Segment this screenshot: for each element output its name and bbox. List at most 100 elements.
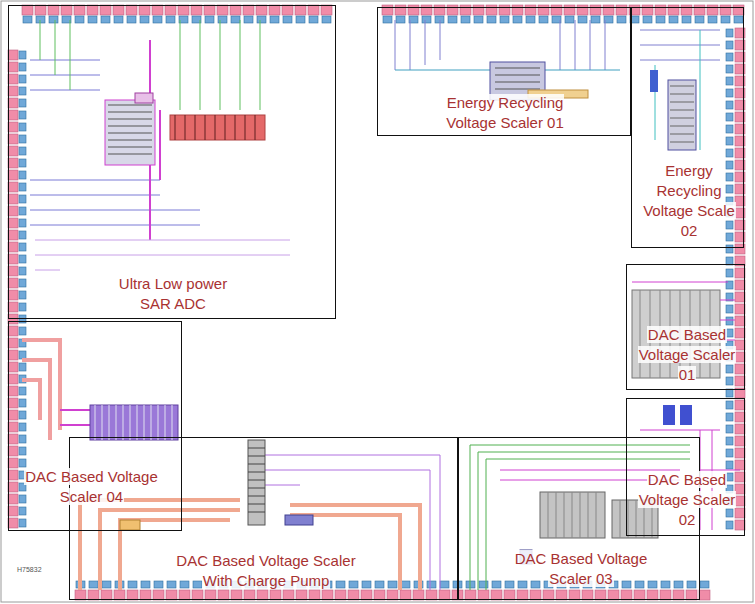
bond-pad	[321, 5, 332, 15]
bond-pad	[8, 494, 18, 504]
bond-pad	[19, 255, 26, 263]
bond-pad	[191, 5, 202, 15]
bond-pad	[8, 86, 18, 96]
region-title-wrap: Energy Recycling Voltage Scaler 01	[430, 93, 580, 133]
bond-pad	[726, 473, 733, 481]
bond-pad	[113, 5, 124, 15]
bond-pad	[726, 137, 733, 145]
bond-pad	[100, 5, 111, 15]
bond-pad	[539, 16, 548, 23]
bond-pad	[153, 16, 162, 23]
bond-pad	[673, 590, 684, 600]
bond-pad	[218, 590, 229, 600]
bond-pad	[8, 374, 18, 384]
bond-pad	[140, 590, 151, 600]
bond-pad	[569, 590, 580, 600]
bond-pad	[336, 581, 345, 588]
bond-pad	[661, 581, 670, 588]
bond-pad	[699, 590, 710, 600]
bond-pad	[505, 581, 514, 588]
bond-pad	[735, 496, 745, 506]
bond-pad	[270, 16, 279, 23]
bond-pad	[19, 327, 26, 335]
bond-pad	[89, 581, 98, 588]
bond-pad	[348, 590, 359, 600]
region-title-wrap: DAC Based Voltage Scaler 03	[506, 549, 656, 589]
bond-pad	[322, 16, 331, 23]
bond-pad	[8, 194, 18, 204]
bond-pad	[700, 581, 709, 588]
region-title: Energy Recycling Voltage Scale 02	[642, 162, 736, 239]
bond-pad	[726, 437, 733, 445]
bond-pad	[8, 134, 18, 144]
bond-pad	[101, 16, 110, 23]
bond-pad	[726, 221, 733, 229]
bond-pad	[726, 233, 733, 241]
bond-pad	[75, 590, 86, 600]
bond-pad	[491, 590, 502, 600]
bond-pad	[531, 581, 540, 588]
bond-pad	[296, 16, 305, 23]
bond-pad	[726, 53, 733, 61]
bond-pad	[635, 581, 644, 588]
bond-pad	[349, 581, 358, 588]
bond-pad	[735, 460, 745, 470]
bond-pad	[8, 434, 18, 444]
bond-pad	[465, 590, 476, 600]
bond-pad	[726, 509, 733, 517]
bond-pad	[543, 590, 554, 600]
bond-pad	[726, 173, 733, 181]
bond-pad	[8, 74, 18, 84]
bond-pad	[19, 195, 26, 203]
bond-pad	[591, 16, 600, 23]
bond-pad	[708, 16, 717, 23]
bond-pad	[127, 16, 136, 23]
bond-pad	[19, 519, 26, 527]
bond-pad	[179, 590, 190, 600]
bond-pad	[669, 16, 678, 23]
bond-pad	[152, 5, 163, 15]
bond-pad	[19, 171, 26, 179]
bond-pad	[19, 435, 26, 443]
bond-pad	[19, 447, 26, 455]
bond-pad	[595, 590, 606, 600]
bond-pad	[19, 363, 26, 371]
bond-pad	[295, 5, 306, 15]
bond-pad	[19, 267, 26, 275]
sar-adc-circuit	[30, 20, 290, 270]
bond-pad	[582, 590, 593, 600]
bond-pad	[88, 16, 97, 23]
bond-pad	[8, 122, 18, 132]
bond-pad	[19, 495, 26, 503]
bond-pad	[726, 317, 733, 325]
bond-pad	[695, 16, 704, 23]
bond-pad	[8, 470, 18, 480]
bond-pad	[231, 16, 240, 23]
bond-pad	[205, 590, 216, 600]
bond-pad	[8, 230, 18, 240]
bond-pad	[8, 182, 18, 192]
bond-pad	[726, 125, 733, 133]
bond-pad	[634, 590, 645, 600]
bond-pad	[735, 340, 745, 350]
bond-pad	[19, 111, 26, 119]
bond-pad	[8, 50, 18, 60]
bond-pad	[114, 590, 125, 600]
bond-pad	[388, 581, 397, 588]
bond-pad	[8, 518, 18, 528]
bond-pad	[383, 16, 392, 23]
bond-pad	[622, 581, 631, 588]
bond-pad	[114, 16, 123, 23]
bond-pad	[244, 16, 253, 23]
bond-pad	[35, 5, 46, 15]
bond-pad	[361, 590, 372, 600]
bond-pad	[8, 218, 18, 228]
bond-pad	[8, 290, 18, 300]
bond-pad	[735, 376, 745, 386]
bond-pad	[735, 400, 745, 410]
bond-pad	[8, 62, 18, 72]
bond-pad	[726, 29, 733, 37]
bond-pad	[735, 316, 745, 326]
bond-pad	[656, 16, 665, 23]
bond-pad	[487, 16, 496, 23]
